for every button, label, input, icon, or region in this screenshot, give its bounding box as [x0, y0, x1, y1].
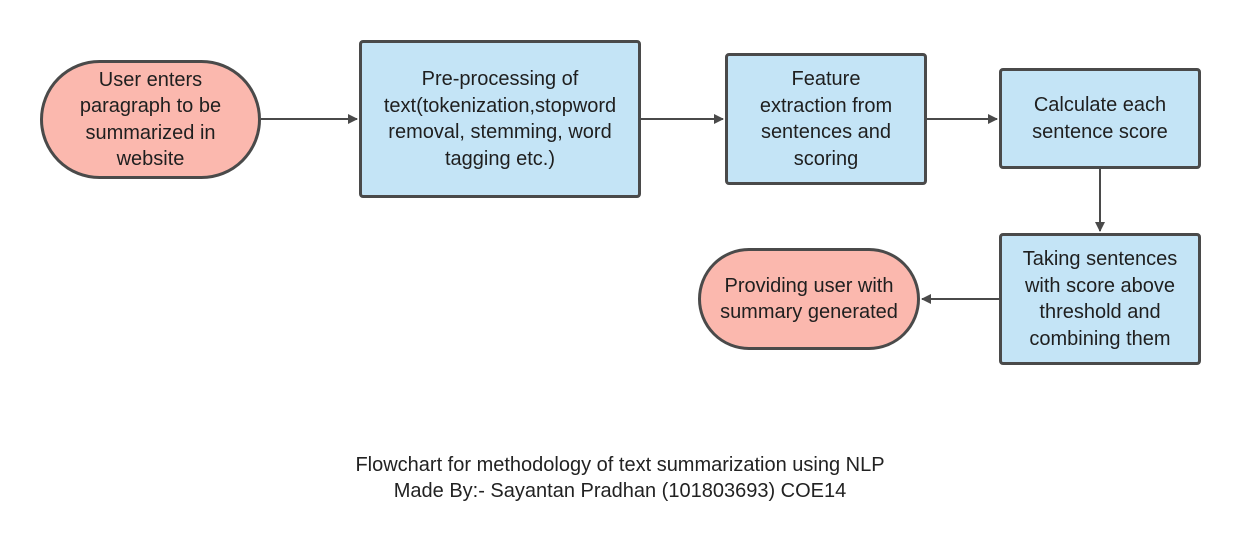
sentence-score-node: Calculate each sentence score: [999, 68, 1201, 169]
threshold-node: Taking sentences with score above thresh…: [999, 233, 1201, 365]
caption-author: Made By:- Sayantan Pradhan (101803693) C…: [393, 480, 847, 502]
caption-title: Flowchart for methodology of text summar…: [355, 454, 885, 476]
start-node: User enters paragraph to be summarized i…: [40, 60, 261, 179]
sentence-score-node-label: Calculate each sentence score: [1032, 94, 1168, 143]
start-node-label: User enters paragraph to be summarized i…: [79, 68, 222, 171]
end-node-label: Providing user with summary generated: [720, 274, 898, 324]
end-node: Providing user with summary generated: [698, 248, 920, 350]
feature-extraction-node: Feature extraction from sentences and sc…: [725, 53, 927, 185]
preprocess-node: Pre-processing of text(tokenization,stop…: [359, 40, 641, 198]
threshold-node-label: Taking sentences with score above thresh…: [1022, 248, 1178, 350]
feature-extraction-node-label: Feature extraction from sentences and sc…: [759, 68, 893, 170]
preprocess-node-label: Pre-processing of text(tokenization,stop…: [383, 68, 617, 170]
